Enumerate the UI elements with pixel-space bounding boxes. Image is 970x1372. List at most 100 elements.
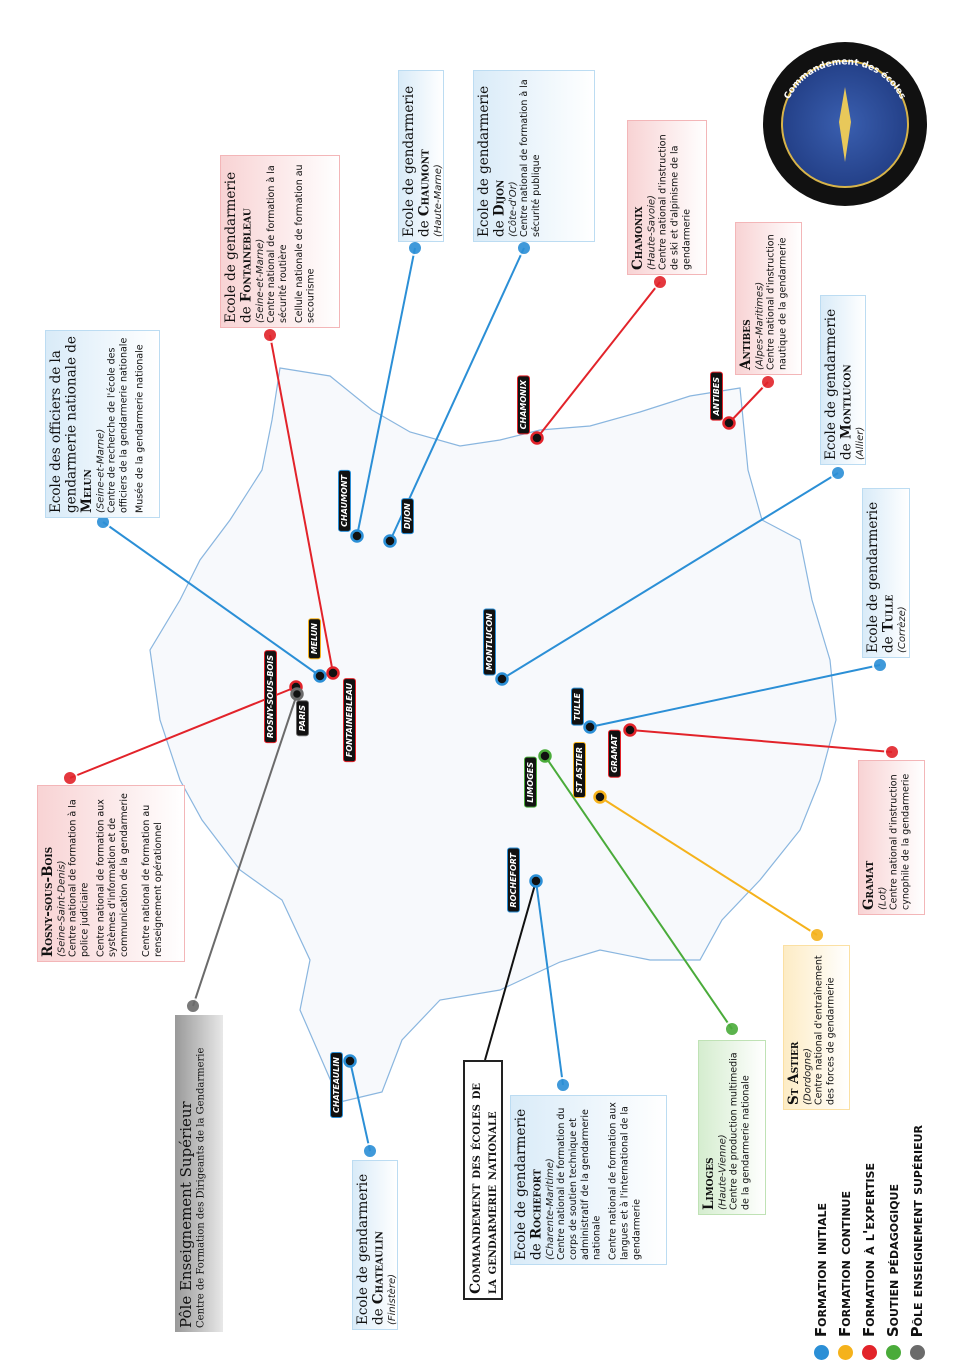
box-centre-item: Centre national de formation aux langues…	[607, 1102, 643, 1260]
chateaulin-map-tag[interactable]: CHATEAULIN	[330, 1052, 343, 1119]
dijon-label-dot	[516, 240, 532, 256]
box-title: Ecole de gendarmerie de Chaumont	[401, 75, 433, 237]
box-title-place: Tulle	[880, 594, 897, 633]
fontainebleau-label-dot	[262, 327, 278, 343]
chaumont-connector-line	[356, 247, 416, 537]
box-centre-item: Cellule nationale de formation au secour…	[293, 164, 317, 323]
box-title-prefix: Pôle Enseignement Supérieur	[177, 1101, 195, 1328]
paris-map-marker[interactable]	[290, 687, 304, 701]
fontainebleau-map-tag[interactable]: FONTAINEBLEAU	[343, 678, 356, 763]
legend-item: Formation continue	[836, 1191, 854, 1360]
box-title: Chamonix	[630, 125, 647, 270]
dijon-map-marker[interactable]	[383, 534, 397, 548]
chateaulin-map-marker[interactable]	[343, 1054, 357, 1068]
box-title-place: Chaumont	[416, 149, 433, 217]
box-department: (Lot)	[877, 886, 889, 910]
limoges-map-tag[interactable]: LIMOGES	[524, 757, 537, 808]
chaumont-map-tag[interactable]: CHAUMONT	[338, 470, 351, 532]
legend-color-dot-icon	[813, 1345, 829, 1360]
paris-map-tag[interactable]: PARIS	[296, 700, 309, 737]
box-title: Antibes	[738, 227, 755, 370]
box-centre-item: Centre national d'instruction nautique d…	[765, 234, 789, 370]
box-department: (Seine-et-Marne)	[95, 428, 107, 513]
box-centre-item: Centre national de formation au renseign…	[140, 804, 164, 957]
tulle-map-tag[interactable]: TULLE	[571, 688, 584, 726]
legend-item: Formation initiale	[812, 1203, 830, 1360]
tulle-map-marker[interactable]	[583, 720, 597, 734]
melun-map-marker[interactable]	[313, 669, 327, 683]
legend-label: Formation continue	[836, 1191, 854, 1337]
dijon-map-tag[interactable]: DIJON	[401, 498, 414, 535]
gramat-info-box: Gramat(Lot)Centre national d'instruction…	[858, 760, 925, 915]
box-centre-item: Musée de la gendarmerie nationale	[134, 344, 146, 513]
command-connector-line	[484, 880, 537, 1061]
pole-label-dot	[185, 998, 201, 1014]
tulle-info-box: Ecole de gendarmerie de Tulle(Corrèze)	[862, 488, 910, 658]
legend: Formation initiale Formation continue Form…	[812, 1095, 942, 1360]
stastier-map-marker[interactable]	[593, 790, 607, 804]
box-title-place: Fontainebleau	[238, 208, 255, 303]
box-title: Ecole de gendarmerie de Tulle	[865, 493, 897, 653]
stastier-map-tag[interactable]: ST ASTIER	[573, 742, 586, 799]
box-title-prefix: Commandement des écoles de la gendarmeri…	[468, 1082, 501, 1294]
box-title-place: Antibes	[738, 319, 754, 370]
legend-item: Soutien pédagogique	[884, 1184, 902, 1360]
box-department: (Allier)	[855, 426, 867, 460]
fontainebleau-info-box: Ecole de gendarmerie de Fontainebleau(Se…	[220, 155, 340, 328]
box-title-place: Chateaulin	[370, 1231, 387, 1305]
chamonix-map-marker[interactable]	[530, 431, 544, 445]
box-department: (Haute-Marne)	[433, 164, 445, 237]
antibes-connector-line	[728, 381, 769, 424]
chateaulin-label-dot	[362, 1143, 378, 1159]
montlucon-map-marker[interactable]	[495, 672, 509, 686]
france-outline	[149, 367, 837, 1103]
rosny-map-tag[interactable]: ROSNY-SOUS-BOIS	[264, 650, 277, 744]
legend-label: Soutien pédagogique	[884, 1183, 902, 1337]
stastier-info-box: St Astier(Dordogne)Centre national d'ent…	[783, 945, 850, 1110]
box-title: Ecole de gendarmerie de Dijon	[476, 75, 508, 237]
box-centre-item: Centre national d'instruction cynophile …	[888, 773, 912, 910]
box-title: Rosny-sous-Bois	[40, 790, 57, 957]
box-title-place: Limoges	[701, 1157, 717, 1210]
montlucon-connector-line	[501, 472, 839, 680]
chamonix-info-box: Chamonix(Haute-Savoie)Centre national d'…	[627, 120, 707, 275]
chamonix-map-tag[interactable]: CHAMONIX	[517, 375, 530, 435]
box-title: Ecole de gendarmerie de Montlucon	[823, 300, 855, 460]
rochefort-map-tag[interactable]: ROCHEFORT	[507, 848, 520, 913]
box-department: (Côte-d'Or)	[508, 181, 520, 237]
box-department: (Seine-Saint-Denis)	[56, 860, 68, 957]
chateaulin-info-box: Ecole de gendarmerie de Chateaulin(Finis…	[352, 1160, 398, 1330]
antibes-info-box: Antibes(Alpes-Maritimes)Centre national …	[735, 222, 802, 375]
rochefort-label-dot	[555, 1077, 571, 1093]
rochefort-connector-line	[535, 880, 564, 1086]
stastier-label-dot	[809, 927, 825, 943]
box-centre-item: Centre de production multimedia de la ge…	[728, 1052, 752, 1210]
rochefort-map-marker[interactable]	[529, 874, 543, 888]
melun-map-tag[interactable]: MELUN	[308, 618, 321, 660]
legend-label: Formation initiale	[812, 1202, 830, 1337]
box-title-place: Chamonix	[630, 206, 646, 270]
tulle-connector-line	[589, 664, 881, 728]
antibes-map-tag[interactable]: ANTIBES	[710, 372, 723, 421]
box-title-place: Montlucon	[838, 364, 855, 440]
stastier-connector-line	[599, 796, 818, 936]
gramat-connector-line	[629, 729, 893, 753]
gramat-label-dot	[884, 744, 900, 760]
montlucon-map-tag[interactable]: MONTLUCON	[483, 608, 496, 676]
antibes-map-marker[interactable]	[722, 416, 736, 430]
box-title: Ecole de gendarmerie de Chateaulin	[355, 1165, 387, 1325]
commandement-des-ecoles-logo: Commandement des écoles	[763, 42, 927, 206]
legend-color-dot-icon	[909, 1345, 925, 1360]
legend-label: Formation à l'expertise	[860, 1163, 878, 1337]
limoges-map-marker[interactable]	[538, 749, 552, 763]
fontainebleau-map-marker[interactable]	[326, 666, 340, 680]
gramat-map-marker[interactable]	[623, 723, 637, 737]
gramat-map-tag[interactable]: GRAMAT	[608, 730, 621, 778]
limoges-label-dot	[724, 1021, 740, 1037]
melun-info-box: Ecole des officiers de la gendarmerie na…	[45, 330, 160, 518]
chaumont-map-marker[interactable]	[350, 529, 364, 543]
box-title-place: Dijon	[491, 179, 508, 217]
box-centre-item: Centre national de formation à la sécuri…	[266, 165, 289, 323]
melun-connector-line	[102, 521, 321, 677]
